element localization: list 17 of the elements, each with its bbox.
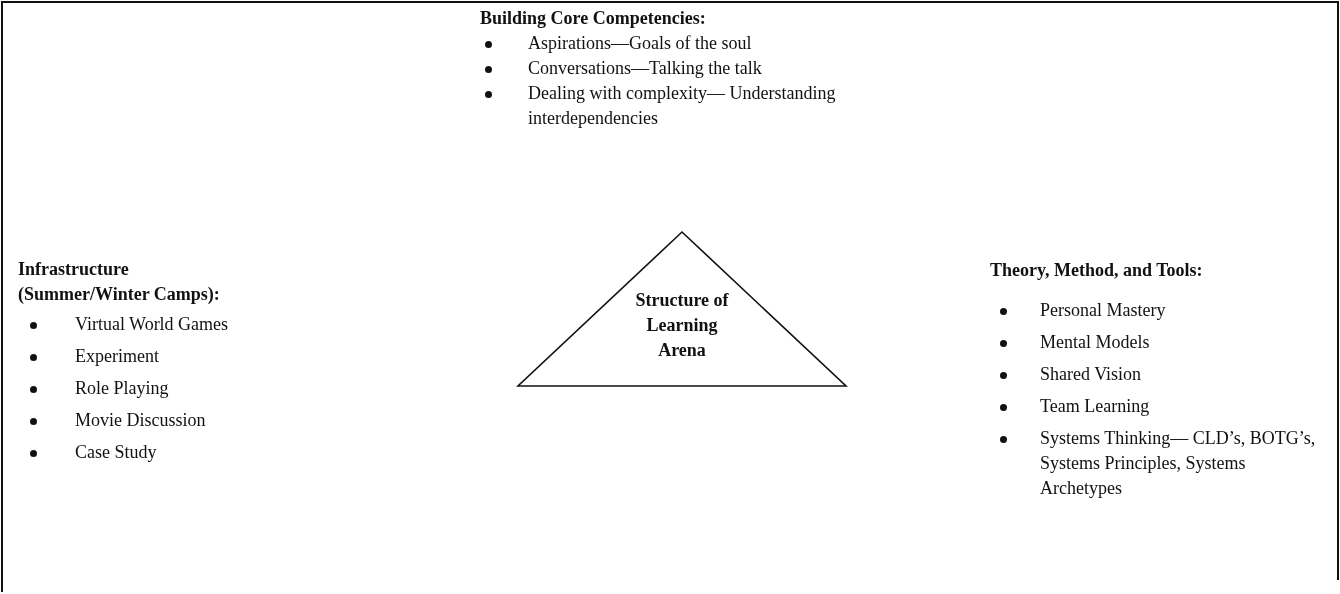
list-item: Virtual World Games (75, 313, 230, 336)
list-heading: Building Core Competencies: (480, 7, 707, 30)
list-item: Shared Vision (1040, 363, 1143, 386)
list-item: Mental Models (1040, 331, 1151, 354)
list-item: Experiment (75, 345, 160, 368)
list-heading: Infrastructure (Summer/Winter Camps): (18, 258, 221, 306)
list-item: Role Playing (75, 377, 170, 400)
list-item: Conversations—Talking the talk (528, 57, 763, 80)
list-item: Personal Mastery (1040, 299, 1167, 322)
node-label: Structure of Learning Arena (634, 289, 730, 362)
list-item: Movie Discussion (75, 409, 207, 432)
list-item: Dealing with complexity— Understanding interdependencies (528, 82, 837, 130)
list-item: Team Learning (1040, 395, 1151, 418)
list-item: Case Study (75, 441, 158, 464)
list-item: Systems Thinking— CLD’s, BOTG’s, Systems Principles, Systems Archetypes (1040, 427, 1317, 500)
list-heading: Theory, Method, and Tools: (990, 259, 1204, 282)
list-item: Aspirations—Goals of the soul (528, 32, 753, 55)
